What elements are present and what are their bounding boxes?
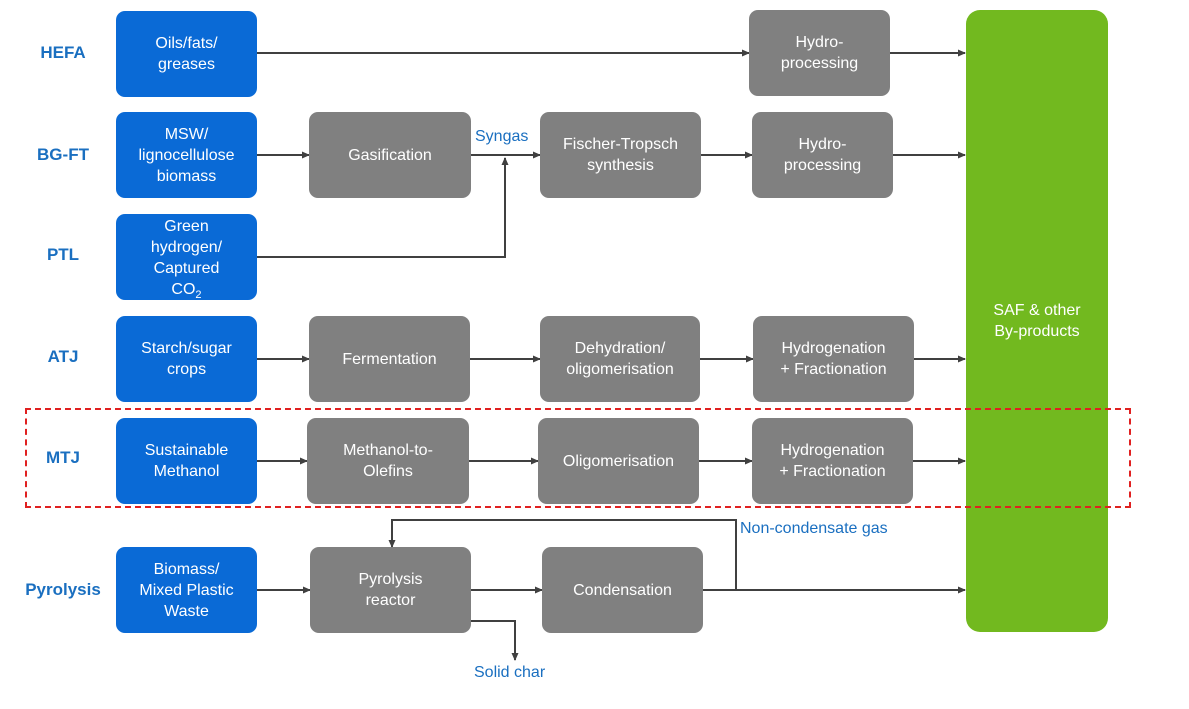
process-fermentation: Fermentation	[309, 316, 470, 402]
arrow-non-condensate-recycle	[388, 519, 737, 590]
row-label-pyrolysis: Pyrolysis	[25, 580, 101, 599]
feedstock-sustainable-methanol: Sustainable Methanol	[116, 418, 257, 504]
mtj-highlight-frame	[25, 408, 1131, 508]
process-dehydration-oligomerisation: Dehydration/ oligomerisation	[540, 316, 700, 402]
process-gasification: Gasification	[309, 112, 471, 198]
process-pyrolysis-reactor: Pyrolysis reactor	[310, 547, 471, 633]
process-methanol-to-olefins: Methanol-to- Olefins	[307, 418, 469, 504]
feedstock-oils-fats-greases: Oils/fats/ greases	[116, 11, 257, 97]
row-label-mtj: MTJ	[46, 448, 80, 467]
arrow-ptl-syngas	[257, 157, 509, 258]
process-mtj-hydrogenation: Hydrogenation + Fractionation	[752, 418, 913, 504]
feedstock-starch-sugar-crops: Starch/sugar crops	[116, 316, 257, 402]
process-condensation: Condensation	[542, 547, 703, 633]
output-saf-by-products: SAF & other By-products	[966, 10, 1108, 632]
row-label-atj: ATJ	[47, 347, 79, 366]
feedstock-ptl-text: Green hydrogen/ Captured CO2	[150, 218, 223, 302]
feedstock-biomass-mixed-plastic: Biomass/ Mixed Plastic Waste	[116, 547, 257, 633]
process-atj-hydrogenation: Hydrogenation + Fractionation	[753, 316, 914, 402]
row-label-hefa: HEFA	[40, 43, 86, 62]
annotation-solid-char: Solid char	[474, 664, 546, 681]
annotation-non-condensate-gas: Non-condensate gas	[740, 520, 888, 537]
feedstock-msw-lignocellulose: MSW/ lignocellulose biomass	[116, 112, 257, 198]
annotation-syngas: Syngas	[475, 128, 529, 145]
process-bgft-hydroprocessing: Hydro- processing	[752, 112, 893, 198]
feedstock-green-hydrogen-co2: Green hydrogen/ Captured CO2	[116, 214, 257, 302]
process-hefa-hydroprocessing: Hydro- processing	[749, 10, 890, 96]
process-oligomerisation: Oligomerisation	[538, 418, 699, 504]
row-label-bgft: BG-FT	[37, 145, 89, 164]
arrow-solid-char	[471, 620, 519, 661]
row-label-ptl: PTL	[46, 245, 80, 264]
process-fischer-tropsch: Fischer-Tropsch synthesis	[540, 112, 701, 198]
